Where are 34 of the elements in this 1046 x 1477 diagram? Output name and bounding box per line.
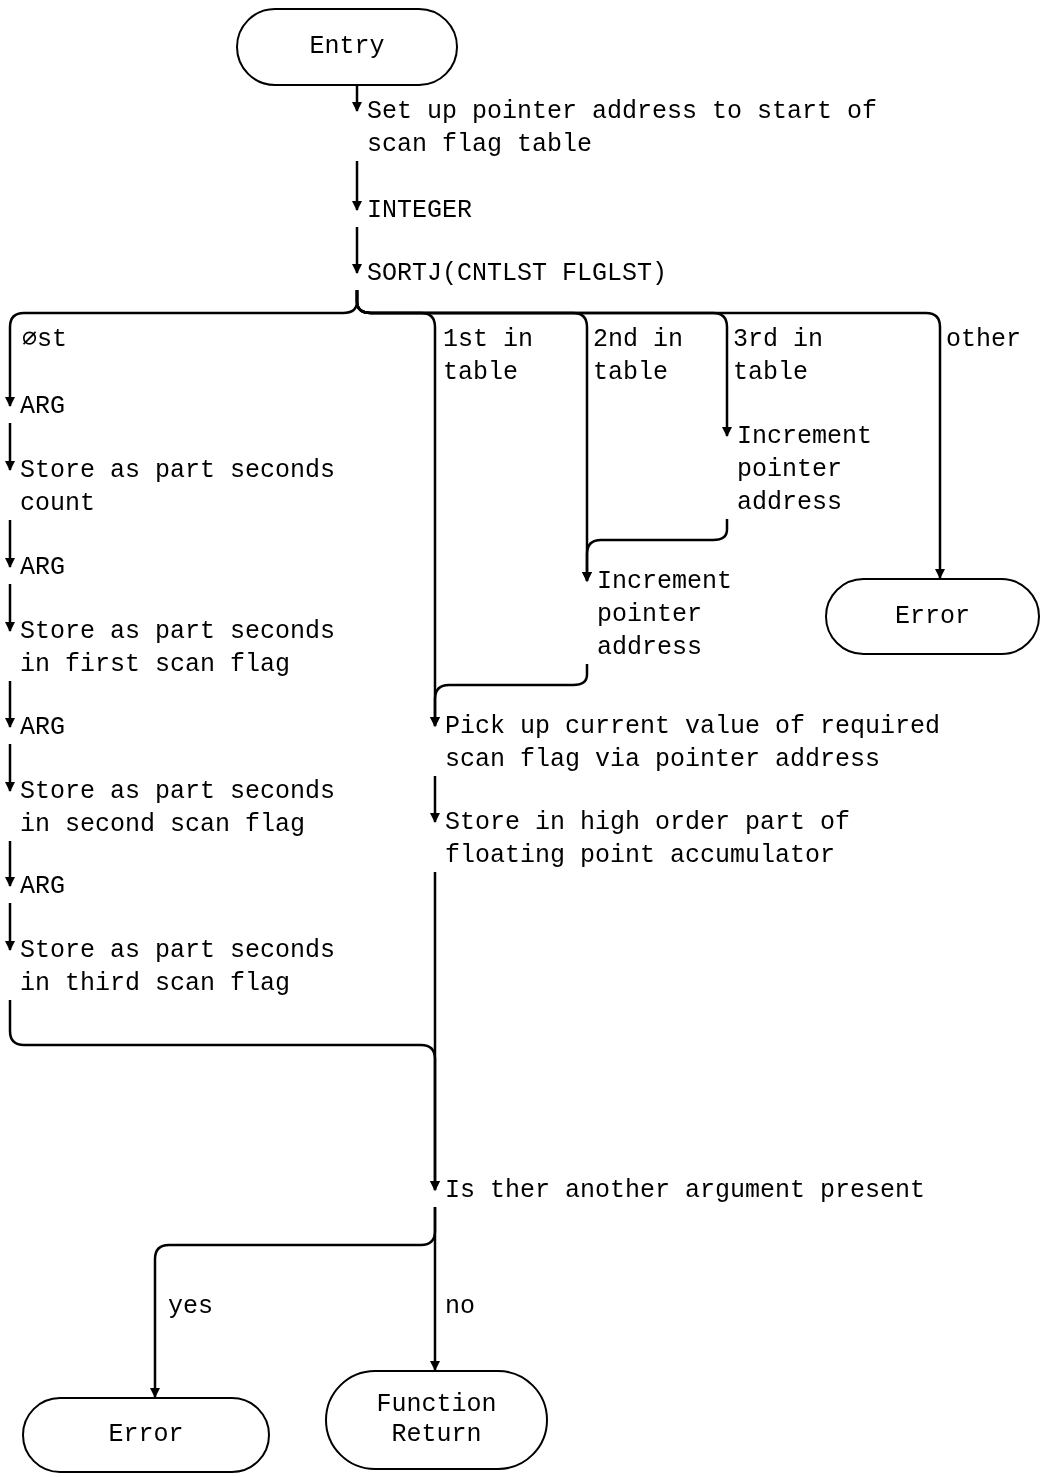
connector-arrow	[355, 290, 945, 579]
step-text: ARG	[10, 711, 90, 744]
step-text: Store in high order part of floating point accumulator	[435, 806, 875, 872]
step-text: Store as part seconds in second scan flag	[10, 775, 362, 841]
connector-arrow	[5, 520, 15, 568]
terminal-label: Error	[108, 1420, 184, 1450]
connector-arrow	[5, 584, 15, 632]
connector-arrow	[430, 872, 440, 1191]
step-text: Store as part seconds count	[10, 454, 362, 520]
step-text: Store as part seconds in third scan flag	[10, 934, 362, 1000]
step-text: ARG	[10, 390, 90, 423]
terminal-label: Entry	[309, 32, 385, 62]
step-text: Pick up current value of required scan flag via pointer address	[435, 710, 965, 776]
connector-arrow	[430, 776, 440, 823]
connector-arrow	[5, 423, 15, 471]
step-text: ARG	[10, 551, 90, 584]
connector-arrow	[5, 681, 15, 728]
step-text: ARG	[10, 870, 90, 903]
connector-arrow	[5, 841, 15, 887]
step-text: Is ther another argument present	[435, 1174, 945, 1207]
terminal-label: Error	[895, 601, 970, 632]
step-text: Increment pointer address	[727, 420, 892, 519]
connector-arrow	[352, 161, 362, 211]
terminal-label: Function Return	[375, 1390, 498, 1450]
step-text: SORTJ(CNTLST FLGLST)	[357, 257, 737, 290]
connector-arrow	[352, 86, 362, 112]
step-text: Set up pointer address to start of scan flag table	[357, 95, 917, 161]
connector-arrow	[5, 903, 15, 951]
step-text: INTEGER	[357, 194, 557, 227]
step-text: Increment pointer address	[587, 565, 752, 664]
connector-arrow	[430, 1207, 440, 1371]
connector-arrow	[5, 744, 15, 792]
connector-arrow	[352, 227, 362, 274]
step-text: Store as part seconds in first scan flag	[10, 615, 362, 681]
